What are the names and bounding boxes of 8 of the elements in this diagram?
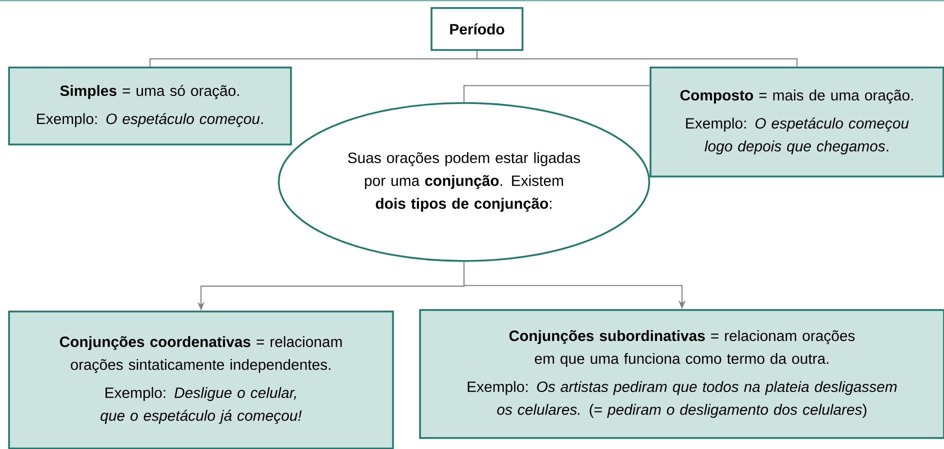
concept-box: Simples = uma só oração. Exemplo: O espetáculo começou.	[8, 66, 292, 146]
concept-box: Conjunções subordinativas = relacionam orações em que uma funciona como termo da outra. Exemplo: Os artistas pediram que todos na plateia desligassem os celulares. (= pediram o desligamento dos celulares)	[419, 309, 944, 439]
concept-box: Conjunções coordenativas = relacionam orações sintaticamente independentes. Exemplo: Desligue o celular, que o espetáculo já começou!	[8, 310, 394, 449]
concept-box: Composto = mais de uma oração. Exemplo: O espetáculo começou logo depois que chegamos.	[650, 66, 944, 178]
connector-line	[463, 85, 650, 102]
ellipse-node: Suas orações podem estar ligadas por uma conjunção. Existem dois tipos de conjunção:	[278, 102, 650, 262]
title-box: Período	[430, 7, 524, 51]
connector-line	[476, 50, 798, 67]
